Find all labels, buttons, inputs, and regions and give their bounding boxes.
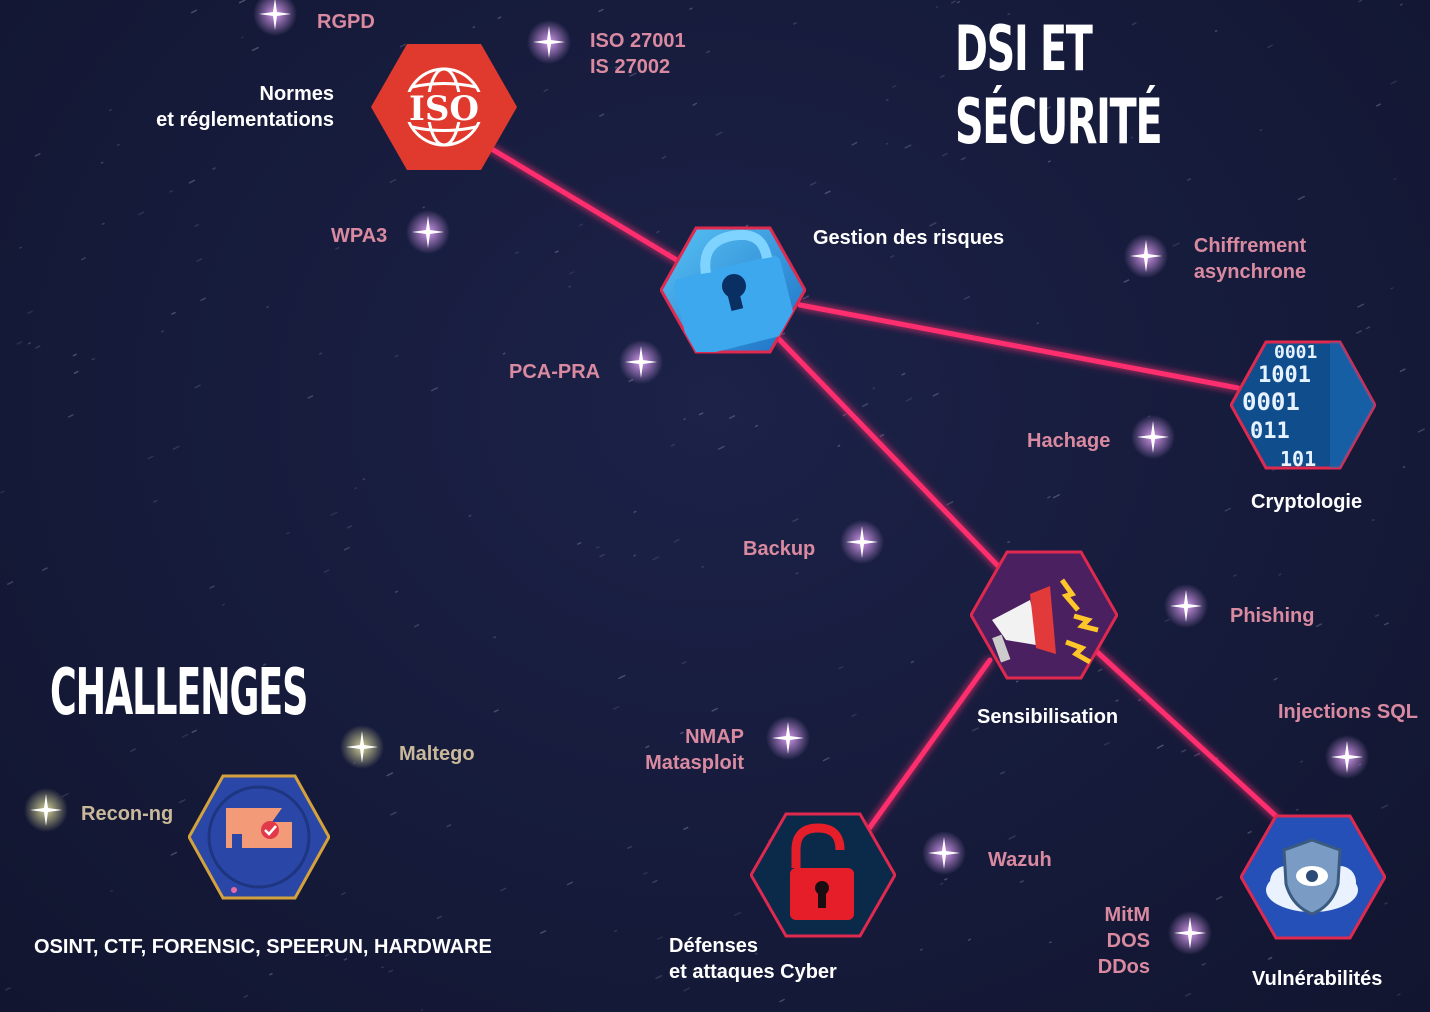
sparkle-icon [1168,911,1212,955]
cryptology-node[interactable]: 0001 1001 0001 011 101 [1230,340,1376,470]
topic-wazuh: Wazuh [988,849,1052,871]
svg-text:101: 101 [1280,447,1316,470]
page-title: DSI ET SÉCURITÉ [955,12,1163,158]
svg-text:0001: 0001 [1242,388,1300,416]
risk-management-node[interactable] [660,226,806,354]
padlock-keyhole-icon [673,229,797,352]
sparkle-icon [840,520,884,564]
topic-mitm-dos: MitM DOS DDos [1097,904,1150,978]
sparkle-icon [1124,234,1168,278]
cyber-label: Défenses et attaques Cyber [669,935,837,983]
topic-pca: PCA-PRA [509,361,601,383]
sparkle-icon [1325,735,1369,779]
svg-text:011: 011 [1250,419,1290,444]
iso-node[interactable]: ISO [370,42,518,172]
shield-eye-cloud-icon [1266,838,1358,916]
sparkle-icon [619,340,663,384]
topic-hachage: Hachage [1027,430,1111,452]
awareness-node[interactable] [970,550,1118,680]
sparkle-icon [527,20,571,64]
sparkle-icon [922,831,966,875]
link-awareness-vuln [1092,647,1281,821]
unlocked-padlock-icon [790,823,854,920]
awareness-label: Sensibilisation [977,706,1119,728]
link-risk-awareness [772,332,1003,571]
svg-text:ISO: ISO [409,89,479,129]
vuln-label: Vulnérabilités [1252,968,1383,990]
megaphone-icon [992,578,1099,665]
sparkle-icon [1164,584,1208,628]
topic-nmap: NMAP Matasploit [645,726,744,774]
topic-wpa3: WPA3 [331,225,388,247]
iso-icon: ISO [400,67,488,147]
challenges-node[interactable] [188,774,330,900]
sparkle-icon [1131,415,1175,459]
topic-chiffrement: Chiffrement asynchrone [1193,235,1307,283]
topic-maltego: Maltego [399,743,475,765]
crypto-label: Cryptologie [1251,491,1363,513]
topic-backup: Backup [743,538,816,560]
topic-phishing: Phishing [1230,605,1315,627]
iso-label: Normes et réglementations [156,83,334,131]
topic-sql: Injections SQL [1278,701,1419,723]
sparkle-icon [24,788,68,832]
challenge-categories-label: OSINT, CTF, FORENSIC, SPEERUN, HARDWARE [34,936,492,958]
cyber-defense-node[interactable] [750,812,896,938]
challenges-title: CHALLENGES [50,656,308,730]
sparkle-icon [406,210,450,254]
link-risk-crypto [797,302,1241,391]
link-iso-risk [487,145,683,265]
sparkle-icon [340,725,384,769]
svg-text:1001: 1001 [1258,363,1311,388]
svg-text:0001: 0001 [1274,342,1317,363]
link-awareness-cyber [865,657,993,833]
topic-rgpd: RGPD [317,11,375,33]
flag-map-icon [207,785,311,893]
sparkle-icon [766,716,810,760]
sparkle-icon [253,0,297,36]
vulnerabilities-node[interactable] [1240,814,1386,940]
risk-label: Gestion des risques [813,227,1005,249]
topic-recon: Recon-ng [81,803,174,825]
topic-iso27001: ISO 27001 IS 27002 [590,30,686,78]
